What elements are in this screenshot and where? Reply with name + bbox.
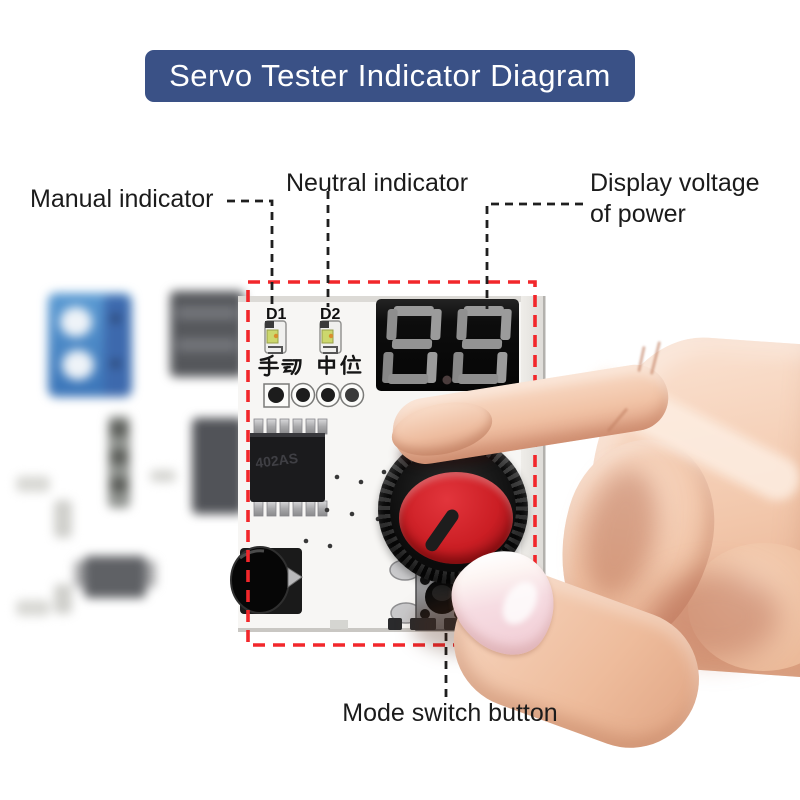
pad-row [263,382,365,408]
blur-smd-pin [146,560,156,588]
blur-terminal-screw [112,315,119,322]
blur-pad [150,470,176,482]
buzzer-bracket [287,567,303,588]
display-decimal-point [442,375,452,385]
label-display-voltage: Display voltage of power [590,168,760,230]
label-manual-indicator: Manual indicator [30,185,214,213]
manual-led-d1: D1 [264,306,287,354]
blur-component [192,418,244,514]
blur-pad [16,476,50,492]
blur-terminal-screw [112,360,119,367]
blur-pad [16,600,50,616]
blur-pad [54,584,72,614]
ic-chip: 402AS [250,418,328,517]
blur-pad [54,500,72,538]
blur-component [170,291,244,377]
label-mode-switch-button: Mode switch button [342,699,558,727]
blur-smd-pin [74,560,84,588]
title-banner: Servo Tester Indicator Diagram [145,50,635,102]
blur-terminal-hole [60,307,92,337]
blurred-pcb-background [0,282,252,634]
label-display-voltage-line1: Display voltage [590,169,760,197]
led2-cn-label [318,354,362,376]
connector-line-voltage [485,202,583,309]
via-dots [303,469,387,549]
blur-terminal-hole [62,350,94,380]
blur-pin-header-seg [110,478,128,492]
ic-marking-text: 402AS [254,450,298,471]
blur-terminal-side [104,296,130,396]
blur-pin-header-seg [110,422,128,436]
buzzer [230,546,303,614]
led1-ref-text: D1 [266,306,287,323]
blur-component-stripe [176,338,238,352]
blur-smd [84,556,146,598]
connector-line-manual [227,199,274,307]
blur-component-stripe [176,306,238,320]
led2-ref-text: D2 [320,306,341,323]
title-text: Servo Tester Indicator Diagram [169,58,611,93]
led1-cn-label [258,354,302,377]
highlight-box [246,280,537,647]
label-neutral-indicator: Neutral indicator [286,169,469,197]
neutral-led-d2: D2 [319,306,342,354]
blur-pin-header-seg [110,450,128,464]
label-display-voltage-line2: of power [590,200,686,228]
seven-segment-display [376,299,519,391]
